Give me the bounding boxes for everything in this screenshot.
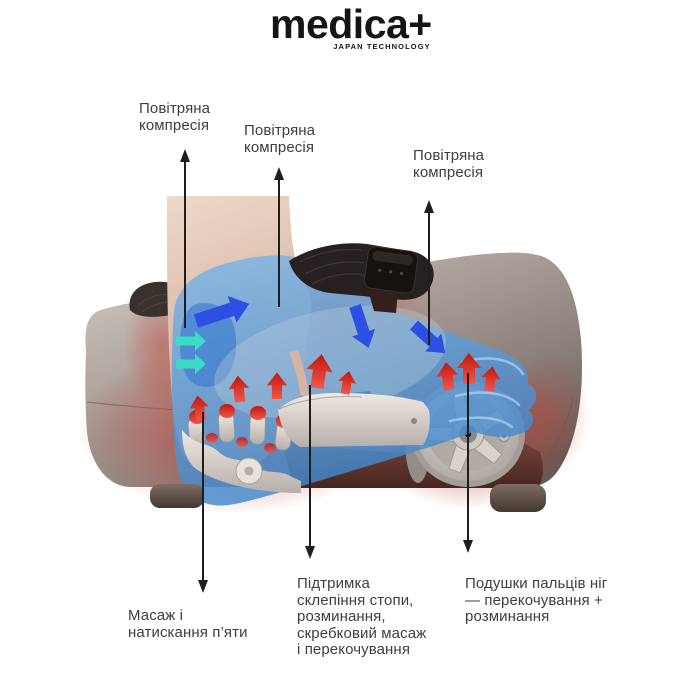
air-arrows-teal: [176, 331, 206, 374]
foot-arch-skin: [289, 351, 309, 397]
callout-arrow-air-ankle: [274, 167, 284, 307]
callout-heel-massage: Масаж і натискання п’яти: [128, 607, 248, 641]
callout-arrow-heel-massage: [198, 412, 208, 593]
callout-arrow-toe-pads: [463, 373, 473, 553]
callout-arrow-air-heel: [180, 149, 190, 328]
callout-arrow-arch-support: [305, 385, 315, 559]
callout-air-compression-instep: Повітряна компресія: [413, 147, 485, 181]
brand-logo: medica+ JAPAN TECHNOLOGY: [270, 1, 432, 52]
instep-strap: [289, 243, 434, 313]
heel-massage-rollers: [182, 393, 430, 493]
roller-carriage: [278, 393, 430, 447]
callout-arrow-air-instep: [424, 200, 434, 345]
control-unit: [363, 246, 419, 294]
callout-toe-pads: Подушки пальців ніг — перекочування + ро…: [465, 575, 608, 625]
device-feet: [150, 484, 546, 512]
air-arrows-blue: [193, 295, 446, 354]
massage-arrows-red: [189, 353, 501, 421]
callout-air-compression-heel: Повітряна компресія: [139, 100, 211, 134]
callout-arrows: [180, 149, 473, 593]
callout-arch-support: Підтримка склепіння стопи, розминання, с…: [297, 575, 427, 658]
callout-air-compression-ankle: Повітряна компресія: [244, 122, 316, 156]
brand-name: medica+: [270, 1, 432, 47]
brand-tagline: JAPAN TECHNOLOGY: [333, 42, 431, 51]
strap-mount: [368, 290, 398, 313]
